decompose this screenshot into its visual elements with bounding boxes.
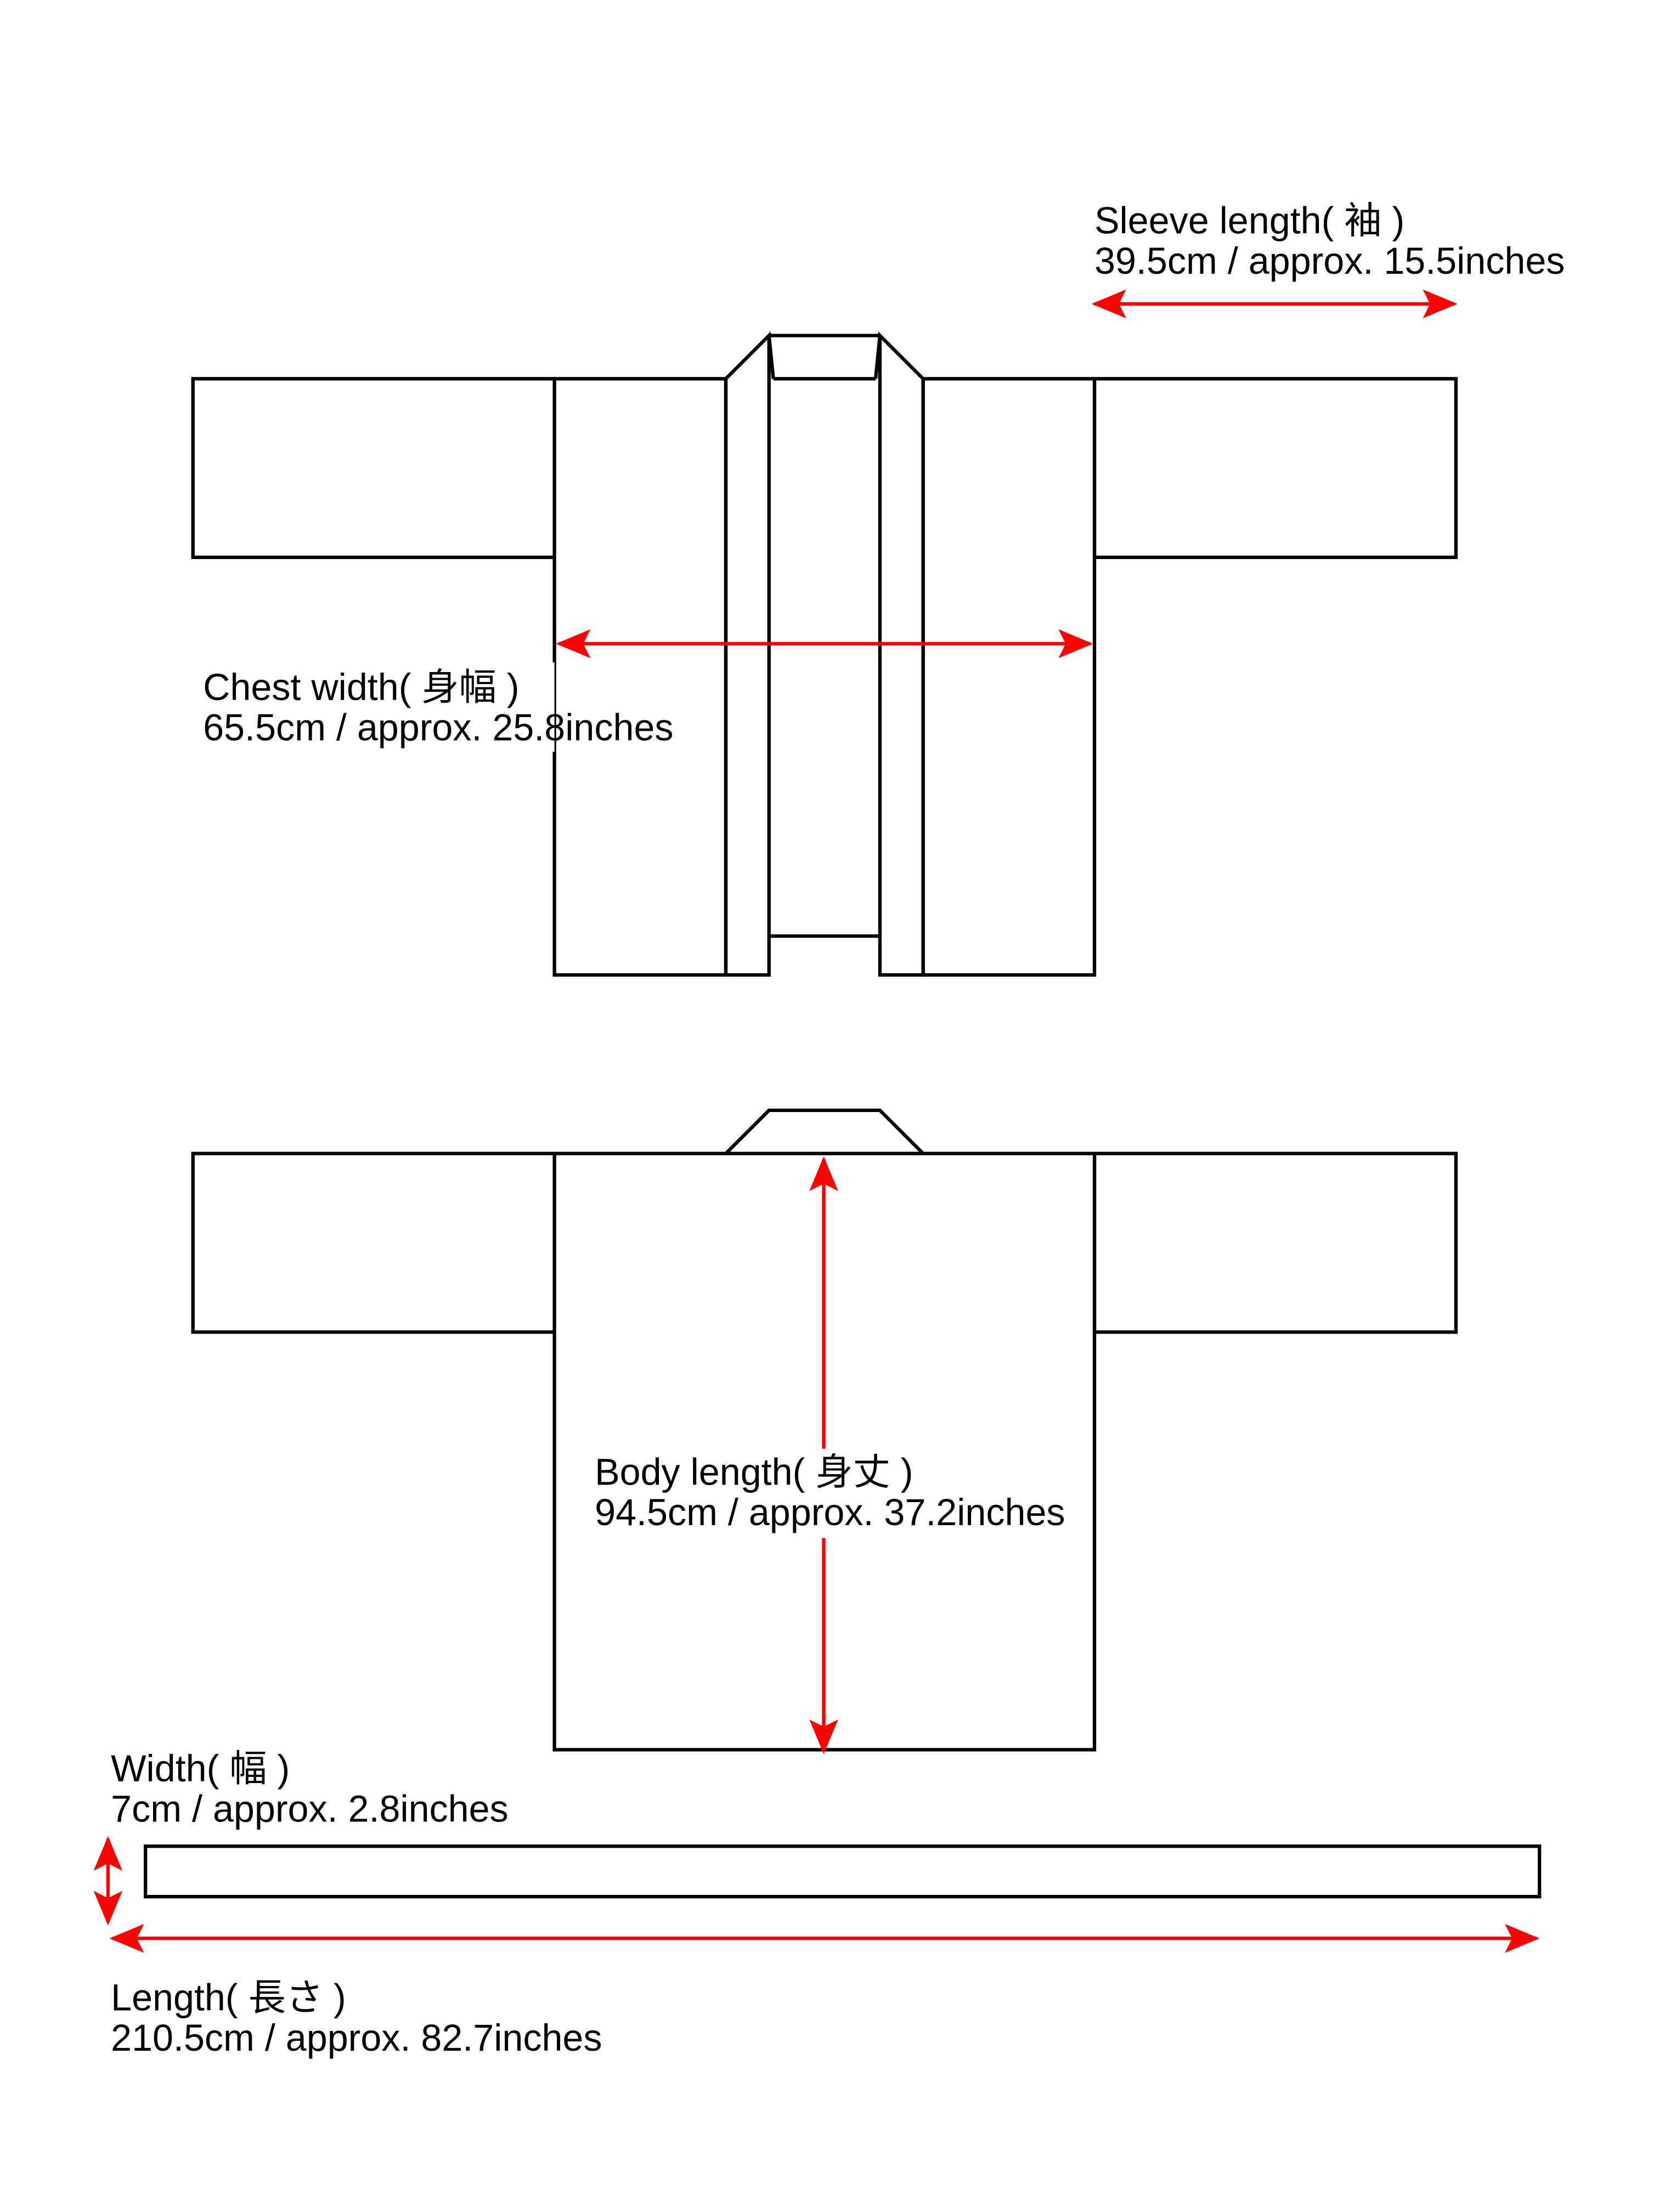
back-view	[191, 1108, 1458, 1754]
chest-width-label: Chest width( 身幅 )	[203, 667, 519, 708]
front-left-panel	[552, 377, 728, 977]
back-right-sleeve	[1092, 1152, 1458, 1334]
body-length-value: 94.5cm / approx. 37.2inches	[595, 1492, 1065, 1533]
front-right-panel	[921, 377, 1097, 977]
front-left-collar	[724, 331, 771, 977]
back-collar	[724, 1108, 924, 1155]
sleeve-length-label: Sleeve length( 袖 )	[1094, 200, 1404, 241]
length-label: Length( 長さ )	[111, 1977, 346, 2019]
body-length-label: Body length( 身丈 )	[595, 1451, 913, 1493]
width-label: Width( 幅 )	[111, 1748, 290, 1790]
front-right-sleeve	[1092, 377, 1458, 560]
front-back-neck	[767, 334, 882, 938]
sleeve-length-value: 39.5cm / approx. 15.5inches	[1094, 240, 1565, 282]
back-left-sleeve	[191, 1152, 556, 1334]
width-value: 7cm / approx. 2.8inches	[111, 1788, 509, 1830]
front-right-collar	[878, 331, 925, 977]
chest-width-value: 65.5cm / approx. 25.8inches	[203, 707, 673, 748]
front-view	[191, 289, 1458, 977]
length-value: 210.5cm / approx. 82.7inches	[111, 2017, 602, 2059]
band-view	[93, 1836, 1542, 1953]
front-left-sleeve	[191, 377, 556, 560]
band	[143, 1844, 1542, 1899]
